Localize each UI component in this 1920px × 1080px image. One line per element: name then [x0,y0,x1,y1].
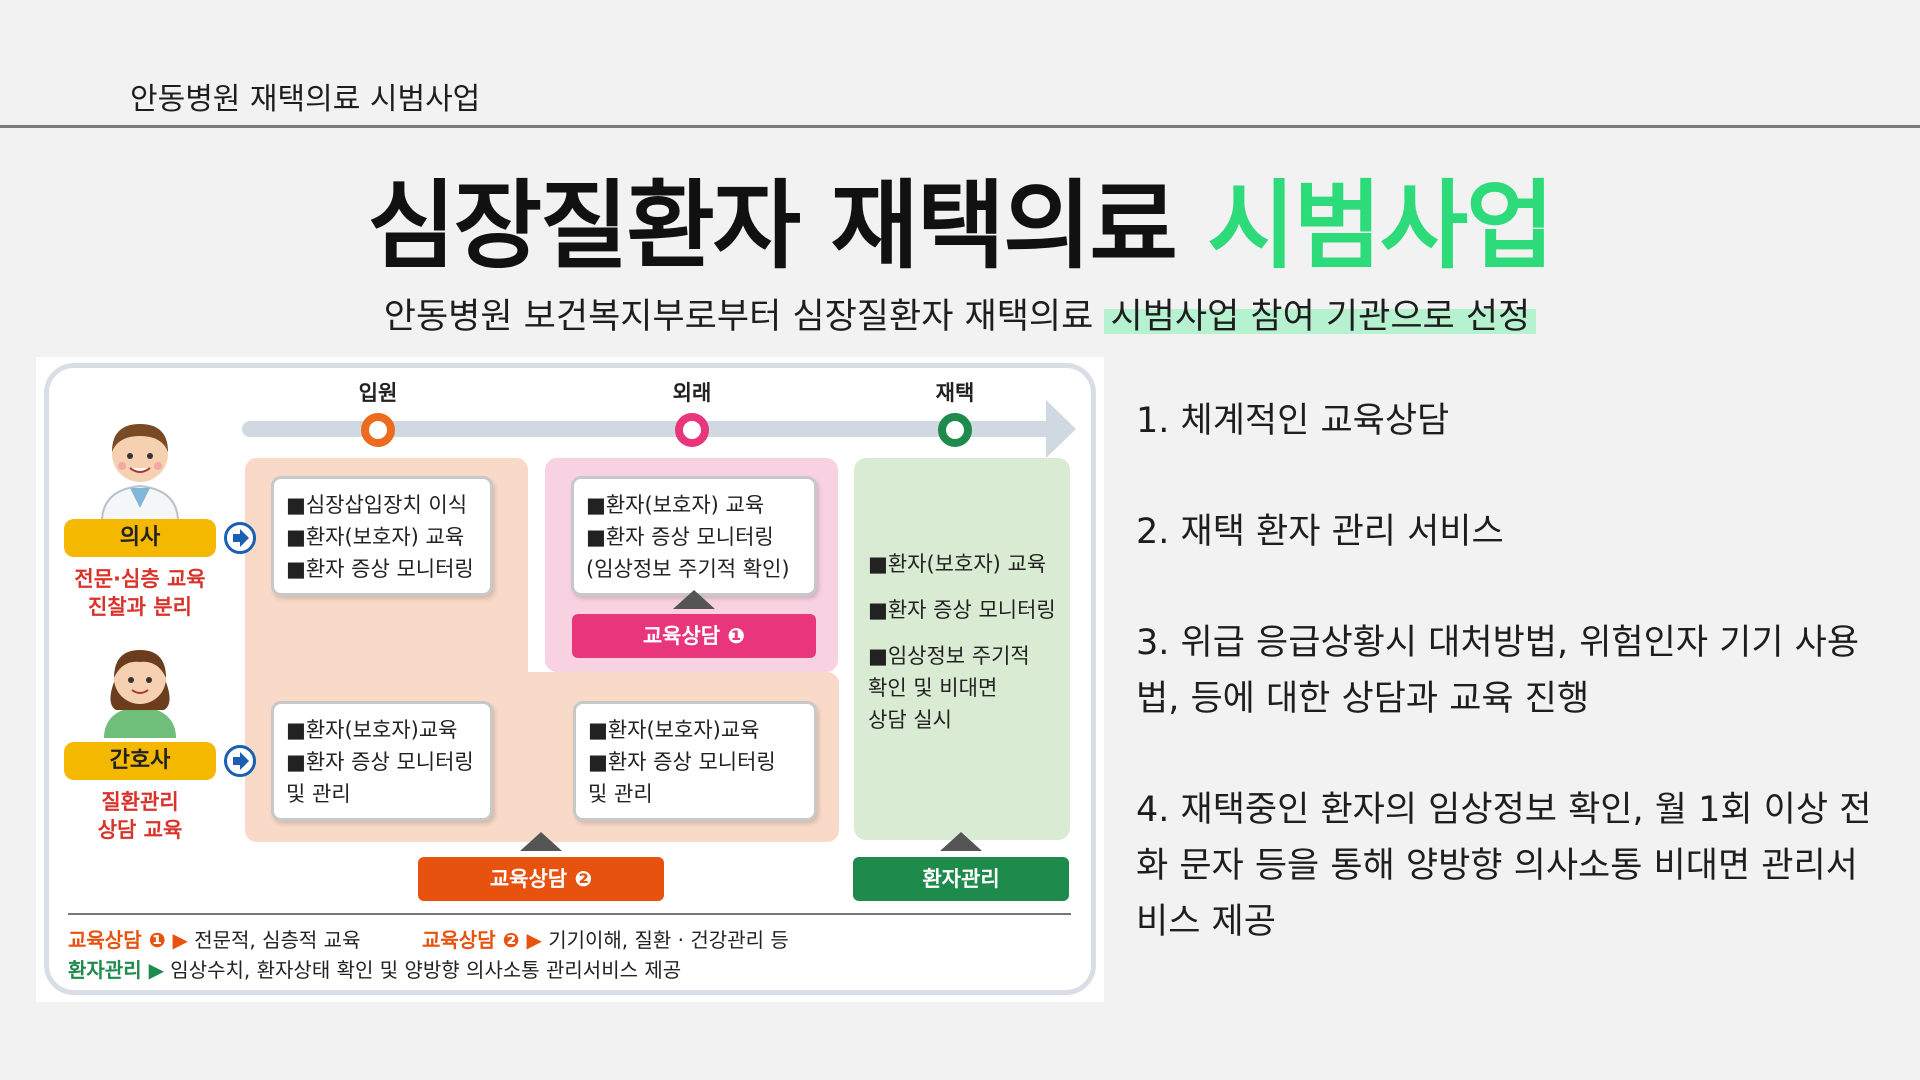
card-line: ■환자 증상 모니터링 [286,750,474,774]
role-tag-nurse: 간호사 [64,742,216,780]
main-title: 심장질환자 재택의료 시범사업 [0,148,1920,287]
stage-dot-inpatient [361,413,395,447]
card-line: 및 관리 [286,782,351,806]
role-desc-nurse-line2: 상담 교육 [97,818,183,842]
pointer-triangle-icon [520,832,562,851]
timeline-bar [242,421,1052,437]
role-desc-nurse-line1: 질환관리 [101,790,179,814]
card-inpatient-doctor: ■심장삽입장치 이식 ■환자(보호자) 교육 ■환자 증상 모니터링 [271,476,493,596]
arrow-right-icon [224,522,256,554]
legend-divider [68,913,1071,915]
subtitle-part1: 안동병원 보건복지부로부터 심장질환자 재택의료 [383,297,1105,337]
legend-edu1-key: 교육상담 ❶ ▶ [68,928,188,952]
home-item: 상담 실시 [868,708,952,732]
timeline-arrow-icon [1046,400,1076,458]
role-desc-nurse: 질환관리 상담 교육 [60,788,220,844]
main-title-part1: 심장질환자 재택의료 [367,170,1208,282]
nurse-illustration [92,638,188,748]
card-line: ■환자 증상 모니터링 [586,525,774,549]
header-title: 안동병원 재택의료 시범사업 [130,82,481,117]
card-line: 및 관리 [588,782,653,806]
stage-label-inpatient: 입원 [358,381,398,405]
stage-label-outpatient: 외래 [672,381,712,405]
legend-manage-text: 임상수치, 환자상태 확인 및 양방향 의사소통 관리서비스 제공 [163,958,682,982]
card-inpatient-nurse: ■환자(보호자)교육 ■환자 증상 모니터링 및 관리 [271,701,493,821]
home-panel [854,458,1070,840]
feature-item: 2. 재택 환자 관리 서비스 [1136,512,1504,552]
role-desc-doctor: 전문·심층 교육 진찰과 분리 [60,565,220,621]
main-title-accent: 시범사업 [1207,170,1554,282]
card-outpatient-doctor: ■환자(보호자) 교육 ■환자 증상 모니터링 (임상정보 주기적 확인) [571,476,817,596]
pill-edu-counsel-1: 교육상담 ❶ [572,614,816,658]
pointer-triangle-icon [940,832,982,851]
home-item: ■환자 증상 모니터링 [868,598,1056,622]
feature-item: 1. 체계적인 교육상담 [1136,401,1450,441]
stage-label-home: 재택 [935,381,975,405]
feature-list: 1. 체계적인 교육상담 2. 재택 환자 관리 서비스 3. 위급 응급상황시… [1136,393,1876,1005]
pill-edu-counsel-2: 교육상담 ❷ [418,857,664,901]
home-care-items: ■환자(보호자) 교육 ■환자 증상 모니터링 ■임상정보 주기적 확인 및 비… [868,548,1068,736]
legend-edu2: 교육상담 ❷ ▶ 기기이해, 질환 · 건강관리 등 [422,924,789,953]
pointer-triangle-icon [673,590,715,609]
header-divider [0,125,1920,128]
legend-edu2-text: 기기이해, 질환 · 건강관리 등 [541,928,789,952]
role-desc-doctor-line1: 전문·심층 교육 [74,567,206,591]
home-item: 확인 및 비대면 [868,676,998,700]
subtitle-highlight: 시범사업 참여 기관으로 선정 [1104,297,1537,337]
feature-item: 3. 위급 응급상황시 대처방법, 위험인자 기기 사용법, 등에 대한 상담과… [1136,623,1860,719]
role-desc-doctor-line2: 진찰과 분리 [88,595,192,619]
arrow-right-icon [224,745,256,777]
card-line: ■환자 증상 모니터링 [588,750,776,774]
legend-manage: 환자관리 ▶ 임상수치, 환자상태 확인 및 양방향 의사소통 관리서비스 제공 [68,954,681,983]
card-line: ■환자(보호자) 교육 [586,493,765,517]
home-item: ■환자(보호자) 교육 [868,552,1047,576]
doctor-illustration [92,412,188,523]
home-item: ■임상정보 주기적 [868,644,1030,668]
card-line: ■환자(보호자) 교육 [286,525,465,549]
stage-dot-outpatient [675,413,709,447]
card-line: ■환자(보호자)교육 [588,718,760,742]
pill-patient-management: 환자관리 [853,857,1069,901]
card-line: ■심장삽입장치 이식 [286,493,468,517]
legend-manage-key: 환자관리 ▶ [68,958,164,982]
stage-dot-home [938,413,972,447]
card-line: (임상정보 주기적 확인) [586,557,790,581]
feature-item: 4. 재택중인 환자의 임상정보 확인, 월 1회 이상 전화 문자 등을 통해… [1136,790,1872,942]
legend-edu1: 교육상담 ❶ ▶ 전문적, 심층적 교육 [68,924,360,953]
card-line: ■환자(보호자)교육 [286,718,458,742]
card-outpatient-nurse: ■환자(보호자)교육 ■환자 증상 모니터링 및 관리 [573,701,817,821]
legend-edu2-key: 교육상담 ❷ ▶ [422,928,542,952]
subtitle: 안동병원 보건복지부로부터 심장질환자 재택의료 시범사업 참여 기관으로 선정 [0,288,1920,339]
card-line: ■환자 증상 모니터링 [286,557,474,581]
role-tag-doctor: 의사 [64,519,216,557]
legend-edu1-text: 전문적, 심층적 교육 [187,928,361,952]
